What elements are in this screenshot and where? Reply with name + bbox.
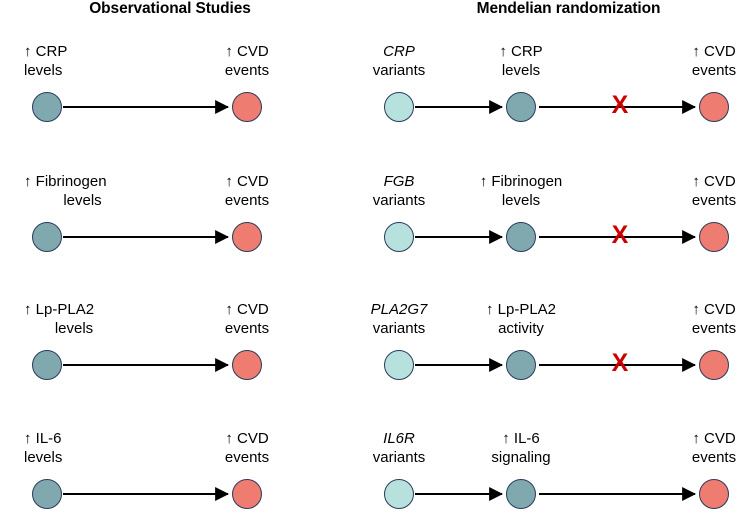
mr-outcome-node-il6[interactable] xyxy=(699,479,729,509)
mr-variant-node-il6[interactable] xyxy=(384,479,414,509)
mr-outcome-node-fibrinogen[interactable] xyxy=(699,222,729,252)
mr-exposure-label-lppla2: ↑ Lp-PLA2 activity xyxy=(485,301,557,337)
mr-variant-label-fibrinogen: FGB variants xyxy=(372,173,426,209)
mr-exposure-node-crp[interactable] xyxy=(506,92,536,122)
mr-variant-label-crp: CRP variants xyxy=(372,43,426,79)
obs-outcome-node-il6[interactable] xyxy=(232,479,262,509)
obs-exposure-label-lppla2: ↑ Lp-PLA2 levels xyxy=(24,301,95,337)
mr-outcome-label-lppla2: ↑ CVD events xyxy=(691,301,737,337)
mr-outcome-label-crp: ↑ CVD events xyxy=(691,43,737,79)
obs-exposure-node-il6[interactable] xyxy=(32,479,62,509)
panel-title-observational-studies: Observational Studies xyxy=(89,0,251,17)
obs-outcome-node-crp[interactable] xyxy=(232,92,262,122)
obs-exposure-node-crp[interactable] xyxy=(32,92,62,122)
obs-outcome-label-lppla2: ↑ CVD events xyxy=(224,301,270,337)
mr-exposure-node-fibrinogen[interactable] xyxy=(506,222,536,252)
obs-exposure-label-fibrinogen: ↑ Fibrinogen levels xyxy=(24,173,107,209)
obs-outcome-node-fibrinogen[interactable] xyxy=(232,222,262,252)
mr-exposure-node-il6[interactable] xyxy=(506,479,536,509)
mr-exposure-label-fibrinogen: ↑ Fibrinogen levels xyxy=(479,173,563,209)
mr-exposure-label-il6: ↑ IL-6 signaling xyxy=(491,430,551,466)
row-lppla2: ↑ Lp-PLA2 levels ↑ CVD events PLA2G7 var… xyxy=(0,0,737,380)
mr-blocked-mark-fibrinogen: X xyxy=(611,221,629,249)
mr-variant-label-lppla2: PLA2G7 variants xyxy=(370,301,428,337)
mr-blocked-mark-lppla2: X xyxy=(611,349,629,377)
mr-outcome-node-crp[interactable] xyxy=(699,92,729,122)
row-crp: ↑ CRP levels ↑ CVD events CRP variants ↑… xyxy=(0,0,737,130)
mr-exposure-label-crp: ↑ CRP levels xyxy=(499,43,543,79)
row-fibrinogen: ↑ Fibrinogen levels ↑ CVD events FGB var… xyxy=(0,0,737,252)
obs-outcome-label-fibrinogen: ↑ CVD events xyxy=(224,173,270,209)
mr-variant-node-fibrinogen[interactable] xyxy=(384,222,414,252)
mr-outcome-label-fibrinogen: ↑ CVD events xyxy=(691,173,737,209)
mr-variant-node-crp[interactable] xyxy=(384,92,414,122)
obs-exposure-node-fibrinogen[interactable] xyxy=(32,222,62,252)
obs-exposure-label-il6: ↑ IL-6 levels xyxy=(24,430,63,466)
mr-variant-label-il6: IL6R variants xyxy=(372,430,426,466)
mr-blocked-mark-crp: X xyxy=(611,91,629,119)
obs-outcome-label-il6: ↑ CVD events xyxy=(224,430,270,466)
obs-outcome-label-crp: ↑ CVD events xyxy=(224,43,270,79)
mr-exposure-node-lppla2[interactable] xyxy=(506,350,536,380)
obs-outcome-node-lppla2[interactable] xyxy=(232,350,262,380)
obs-exposure-label-crp: ↑ CRP levels xyxy=(24,43,68,79)
mr-outcome-node-lppla2[interactable] xyxy=(699,350,729,380)
obs-exposure-node-lppla2[interactable] xyxy=(32,350,62,380)
panel-title-mendelian-randomization: Mendelian randomization xyxy=(476,0,661,17)
mr-outcome-label-il6: ↑ CVD events xyxy=(691,430,737,466)
mr-variant-node-lppla2[interactable] xyxy=(384,350,414,380)
